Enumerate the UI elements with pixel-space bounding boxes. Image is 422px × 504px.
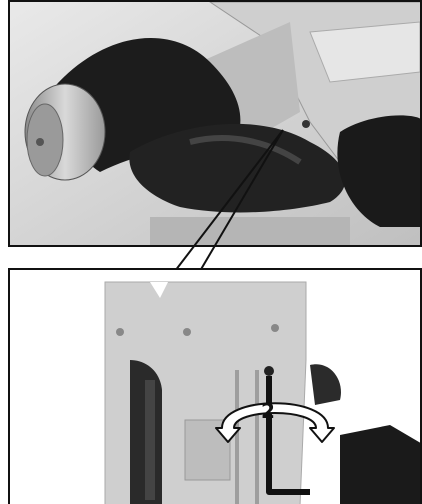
handle-illustration <box>10 2 420 245</box>
step-number-label: 2 <box>261 399 275 423</box>
hex-key-icon <box>266 376 310 495</box>
screw-icon <box>302 120 310 128</box>
screw-icon <box>264 366 274 376</box>
bracket-illustration <box>10 270 420 504</box>
detail-panel-bottom <box>8 268 422 504</box>
rotation-arrow-icon <box>215 402 335 443</box>
photo-panel-top <box>8 0 422 247</box>
